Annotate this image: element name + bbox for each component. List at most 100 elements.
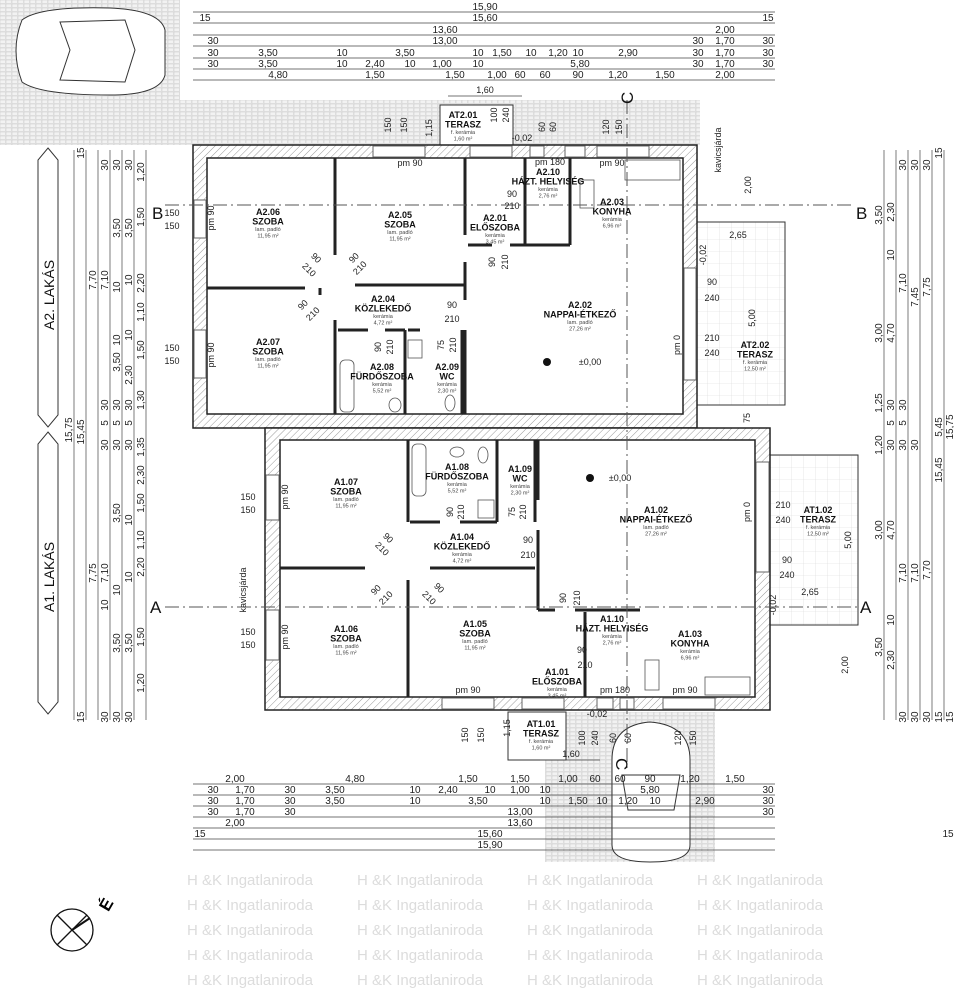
dimension-label: 15 bbox=[934, 711, 945, 723]
dimension-label: 30 bbox=[692, 36, 704, 47]
dimension-label: 3,50 bbox=[124, 633, 135, 653]
dimension-label: 1,50 bbox=[458, 774, 478, 785]
watermark-text: H &K Ingatlaniroda bbox=[357, 922, 484, 939]
room-floor: kerámia bbox=[452, 552, 473, 558]
dimension-label: 1,20 bbox=[618, 796, 638, 807]
room-name: HÁZT. HELYISÉG bbox=[576, 624, 649, 634]
annotation-label: pm 90 bbox=[206, 342, 216, 367]
dimension-label: 10 bbox=[112, 334, 123, 346]
elevation-marker-icon bbox=[586, 474, 594, 482]
watermark-text: H &K Ingatlaniroda bbox=[527, 972, 654, 989]
room-floor: lam. padló bbox=[333, 644, 358, 650]
watermark-text: H &K Ingatlaniroda bbox=[187, 947, 314, 964]
dimension-label: 1,00 bbox=[432, 59, 452, 70]
dimension-label: 2,30 bbox=[886, 650, 897, 670]
watermark-text: H &K Ingatlaniroda bbox=[187, 972, 314, 989]
dimension-label: 1,00 bbox=[487, 70, 507, 81]
dimension-label: 30 bbox=[100, 159, 111, 171]
room-id: A1.09 bbox=[508, 464, 532, 474]
room-name: KÖZLEKEDŐ bbox=[434, 541, 491, 552]
watermark-text: H &K Ingatlaniroda bbox=[357, 947, 484, 964]
dimension-label: 5 bbox=[100, 420, 111, 426]
annotation-label: ±0,00 bbox=[579, 357, 601, 367]
annotation-label: 60 bbox=[548, 122, 558, 132]
unit-tag-a2: A2. LAKÁS bbox=[37, 147, 59, 428]
dimension-label: 13,60 bbox=[432, 25, 457, 36]
annotation-label: pm 90 bbox=[206, 205, 216, 230]
room-name: WC bbox=[440, 372, 455, 382]
room-name: TERASZ bbox=[523, 729, 560, 739]
annotation-label: 90 bbox=[507, 189, 517, 199]
annotation-label: 100 bbox=[489, 107, 499, 122]
dimension-label: 10 bbox=[525, 48, 537, 59]
room-name: KÖZLEKEDŐ bbox=[355, 303, 412, 314]
room-name: ELŐSZOBA bbox=[532, 676, 583, 687]
annotation-label: pm 90 bbox=[672, 685, 697, 695]
room-id: A1.02 bbox=[644, 505, 668, 515]
annotation-label: 240 bbox=[704, 348, 719, 358]
room-area: 2,30 m² bbox=[438, 389, 457, 395]
dimension-label: 30 bbox=[762, 796, 774, 807]
room-area: 1,60 m² bbox=[454, 137, 473, 143]
annotation-label: -0,02 bbox=[587, 709, 608, 719]
annotation-label: 75 bbox=[742, 413, 752, 423]
dimension-label: 10 bbox=[572, 48, 584, 59]
dimension-label: 3,50 bbox=[395, 48, 415, 59]
dimension-label: 3,50 bbox=[468, 796, 488, 807]
dimension-label: 7,10 bbox=[100, 563, 111, 583]
dimension-label: 15,60 bbox=[477, 829, 502, 840]
dimension-label: 3,50 bbox=[112, 218, 123, 238]
room-name: SZOBA bbox=[252, 347, 284, 357]
dimension-label: 10 bbox=[112, 584, 123, 596]
dimension-label: 1,20 bbox=[136, 673, 147, 693]
room-area: 1,60 m² bbox=[532, 746, 551, 752]
dimension-label: 10 bbox=[112, 281, 123, 293]
dimension-label: 1,20 bbox=[548, 48, 568, 59]
room-id: AT2.02 bbox=[741, 340, 770, 350]
room-floor: kerámia bbox=[680, 649, 701, 655]
room-floor: f. kerámia bbox=[806, 525, 831, 531]
dimension-label: 15,75 bbox=[945, 414, 954, 439]
room-floor: lam. padló bbox=[255, 357, 280, 363]
dimension-label: 15 bbox=[199, 13, 211, 24]
dimension-label: 1,10 bbox=[136, 530, 147, 550]
room-floor: f. kerámia bbox=[529, 739, 554, 745]
section-label-b-right: B bbox=[856, 204, 867, 223]
dimension-label: 30 bbox=[112, 159, 123, 171]
dimension-label: 30 bbox=[898, 399, 909, 411]
annotation-label: 210 bbox=[518, 504, 528, 519]
room-area: 11,95 m² bbox=[257, 364, 278, 370]
room-id: A1.01 bbox=[545, 667, 569, 677]
dimension-label: 90 bbox=[644, 774, 656, 785]
room-floor: kerámia bbox=[373, 314, 394, 320]
room-floor: kerámia bbox=[437, 382, 458, 388]
dimension-label: 2,30 bbox=[136, 465, 147, 485]
annotation-label: 210 bbox=[572, 590, 582, 605]
dimension-label: 1,00 bbox=[510, 785, 530, 796]
watermark-text: H &K Ingatlaniroda bbox=[357, 972, 484, 989]
dimension-label: 30 bbox=[207, 36, 219, 47]
dimension-label: 30 bbox=[100, 439, 111, 451]
annotation-label: 150 bbox=[460, 727, 470, 742]
dimension-label: 10 bbox=[539, 785, 551, 796]
dimension-label: 30 bbox=[124, 399, 135, 411]
dimension-label: 10 bbox=[886, 614, 897, 626]
section-label-a-left: A bbox=[150, 598, 162, 617]
dimension-label: 15,45 bbox=[76, 419, 87, 444]
annotation-label: 60 bbox=[623, 733, 633, 743]
room-name: FÜRDŐSZOBA bbox=[350, 371, 414, 382]
watermarks: H &K Ingatlaniroda H &K Ingatlaniroda H &K… bbox=[187, 872, 824, 989]
room-area: 6,96 m² bbox=[603, 224, 622, 230]
dimension-label: 10 bbox=[124, 274, 135, 286]
dimension-label: 30 bbox=[922, 159, 933, 171]
windows bbox=[193, 145, 770, 710]
watermark-text: H &K Ingatlaniroda bbox=[187, 897, 314, 914]
dimension-label: 1,20 bbox=[680, 774, 700, 785]
room-id: AT2.01 bbox=[449, 110, 478, 120]
dimension-label: 10 bbox=[409, 796, 421, 807]
dimension-label: 3,50 bbox=[112, 503, 123, 523]
dimension-label: 13,00 bbox=[432, 36, 457, 47]
